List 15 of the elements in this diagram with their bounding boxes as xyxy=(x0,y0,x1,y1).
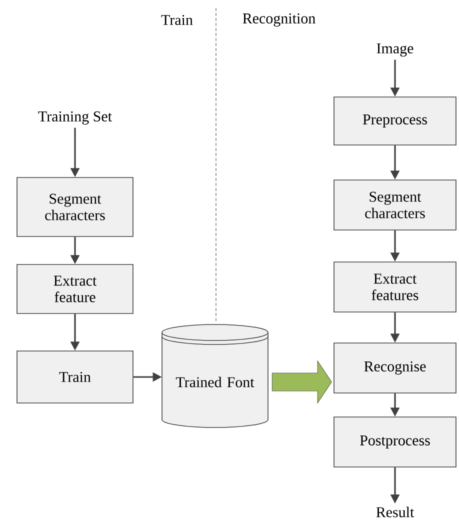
process-box: Train xyxy=(16,350,134,404)
process-box: Segment characters xyxy=(16,177,134,237)
input-label: Training Set xyxy=(38,111,112,125)
process-box: Preprocess xyxy=(334,96,456,146)
process-box: Postprocess xyxy=(334,416,456,468)
database-cylinder: Trained Font xyxy=(162,324,268,428)
input-label: Result xyxy=(376,506,414,518)
process-box: Extract feature xyxy=(16,264,134,314)
input-label: Image xyxy=(376,43,414,57)
process-box: Extract features xyxy=(334,262,456,312)
block-arrow xyxy=(272,360,332,404)
process-box: Segment characters xyxy=(334,180,456,230)
section-label: Recognition xyxy=(242,13,316,27)
process-box: Recognise xyxy=(334,342,456,394)
section-label: Train xyxy=(161,14,193,26)
